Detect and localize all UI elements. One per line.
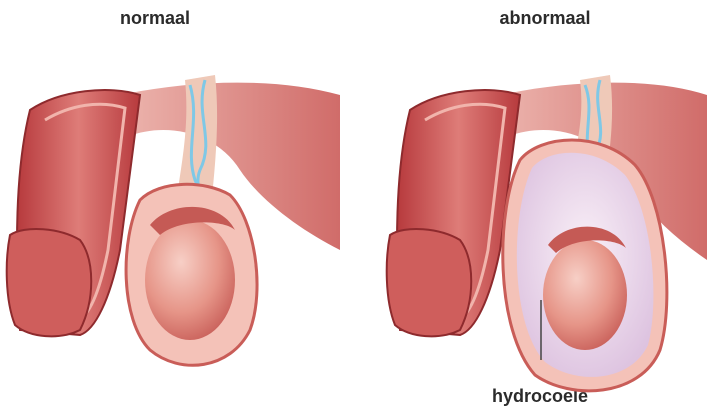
testis bbox=[145, 220, 235, 340]
testis-abnormal bbox=[543, 240, 627, 350]
normal-anatomy bbox=[7, 75, 340, 365]
glans-abnormal bbox=[387, 229, 472, 336]
abnormal-anatomy bbox=[387, 75, 707, 391]
glans bbox=[7, 229, 92, 336]
